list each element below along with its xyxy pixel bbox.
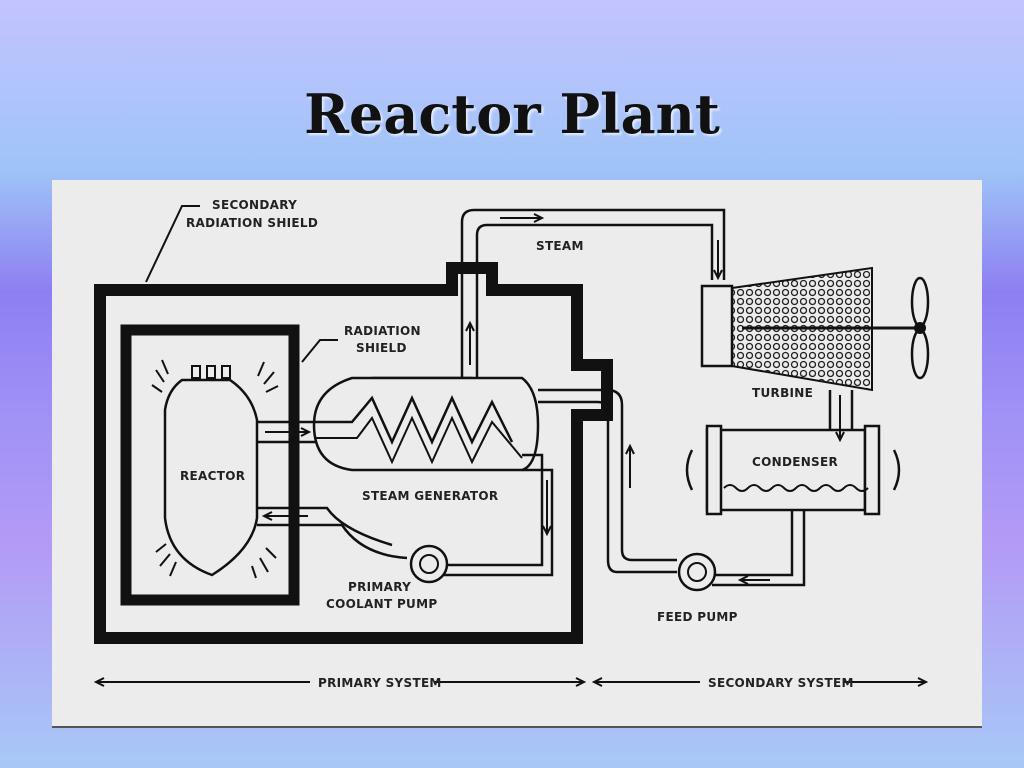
primary-system-label: PRIMARY SYSTEM bbox=[318, 676, 442, 690]
reactor-plant-diagram: SECONDARY RADIATION SHIELD RADIATION SHI… bbox=[52, 180, 982, 728]
primary-pump-label-line2: COOLANT PUMP bbox=[326, 597, 437, 611]
secondary-shield-label-line1: SECONDARY bbox=[212, 198, 297, 212]
condenser bbox=[685, 424, 901, 516]
secondary-shield-label-line2: RADIATION SHIELD bbox=[186, 216, 318, 230]
condenser-label: CONDENSER bbox=[752, 455, 838, 469]
steam-line bbox=[460, 208, 726, 378]
system-span-arrows bbox=[93, 677, 929, 687]
primary-pump-label-line1: PRIMARY bbox=[348, 580, 411, 594]
turbine-label: TURBINE bbox=[752, 386, 813, 400]
slide-title: Reactor Plant bbox=[304, 82, 720, 146]
radiation-shield-label-line1: RADIATION bbox=[344, 324, 421, 338]
diagram-canvas: SECONDARY RADIATION SHIELD RADIATION SHI… bbox=[93, 198, 930, 690]
steam-generator-label: STEAM GENERATOR bbox=[362, 489, 498, 503]
primary-return-line bbox=[432, 453, 554, 577]
radiation-shield-label-line2: SHIELD bbox=[356, 341, 407, 355]
secondary-radiation-shield bbox=[94, 262, 613, 644]
feed-pump bbox=[677, 552, 717, 592]
radiation-shield bbox=[120, 324, 300, 606]
primary-coolant-pump bbox=[409, 544, 449, 584]
steam-label: STEAM bbox=[536, 239, 584, 253]
steam-generator bbox=[312, 376, 540, 472]
leader-lines bbox=[145, 205, 338, 363]
reactor-label: REACTOR bbox=[180, 469, 245, 483]
reactor-vessel bbox=[151, 359, 279, 579]
feed-pump-label: FEED PUMP bbox=[657, 610, 738, 624]
feedwater-line bbox=[538, 388, 806, 587]
flow-arrows bbox=[261, 213, 845, 585]
turbine bbox=[700, 266, 930, 392]
secondary-system-label: SECONDARY SYSTEM bbox=[708, 676, 854, 690]
